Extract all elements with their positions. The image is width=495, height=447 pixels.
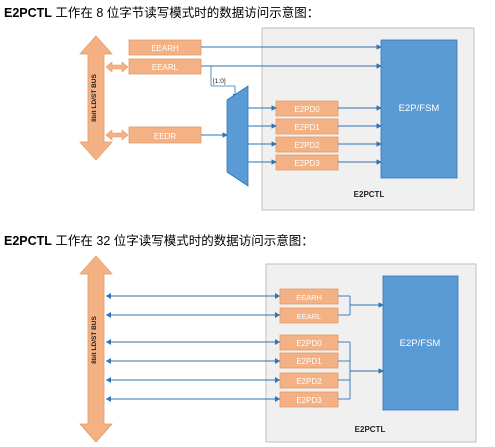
e2pd0-label-1: E2PD0: [294, 105, 320, 114]
fsm-label-1: E2P/FSM: [399, 103, 440, 114]
fsm-label-2: E2P/FSM: [400, 338, 441, 349]
bus-line-arrowheads-2: [106, 293, 280, 402]
e2pd1-register-2: [279, 352, 339, 369]
e2pd2-register-2: [279, 372, 339, 389]
fsm-block-2: [382, 275, 459, 411]
e2pd2-label-2: E2PD2: [296, 377, 322, 386]
eearh-label-1: EEARH: [151, 44, 179, 53]
eearl-label-1: EEARL: [152, 63, 179, 72]
eearl-register-1: [128, 58, 202, 75]
fsm-block-1: [380, 39, 458, 179]
diagram1-title: E2PCTL 工作在 8 位字节读写模式时的数据访问示意图：: [4, 2, 319, 21]
diagram1: 8bit LD/ST BUS EEARH EEARL EEDR E2P/FSM …: [79, 27, 475, 211]
diagram2: 8bit LD/ST BUS EEARH EEARL E2PD0 E2PD1 E…: [79, 255, 477, 443]
e2pd1-label-1: E2PD1: [294, 123, 320, 132]
e2pd0-register-2: [279, 334, 339, 351]
eedr-label-1: EEDR: [154, 132, 176, 141]
diagram2-title: E2PCTL 工作在 32 位字读写模式时的数据访问示意图：: [4, 230, 314, 249]
eearl-label-2: EEARL: [297, 312, 322, 321]
bus-link-eearl-1: [105, 61, 129, 73]
eearh-register-1: [128, 39, 202, 56]
e2pd2-label-1: E2PD2: [294, 141, 320, 150]
eearh-label-2: EEARH: [296, 293, 322, 302]
e2pd3-label-1: E2PD3: [294, 159, 320, 168]
bus-link-eedr-1: [105, 129, 129, 141]
e2pctl-label-2: E2PCTL: [355, 425, 386, 434]
bit-select-label: [1:0]: [213, 78, 226, 85]
diagram1-title-prefix: E2PCTL: [4, 6, 52, 20]
e2pd1-label-2: E2PD1: [296, 357, 322, 366]
eearh-register-2: [279, 288, 339, 305]
e2pctl-label-1: E2PCTL: [354, 190, 385, 199]
bus-arrow-1: [79, 35, 113, 161]
bus-arrow-2: [79, 255, 113, 443]
e2pd0-label-2: E2PD0: [296, 339, 322, 348]
bus-label-1: 8bit LD/ST BUS: [91, 74, 98, 122]
mux-1: [226, 85, 249, 187]
eearl-register-2: [279, 307, 339, 324]
e2pd3-label-2: E2PD3: [296, 396, 322, 405]
bus-label-2: 8bit LD/ST BUS: [91, 316, 98, 364]
e2pd3-register-2: [279, 391, 339, 408]
diagram2-title-text: 工作在 32 位字读写模式时的数据访问示意图：: [51, 234, 314, 248]
diagram2-title-prefix: E2PCTL: [4, 234, 52, 248]
diagram1-title-text: 工作在 8 位字节读写模式时的数据访问示意图：: [51, 6, 320, 20]
